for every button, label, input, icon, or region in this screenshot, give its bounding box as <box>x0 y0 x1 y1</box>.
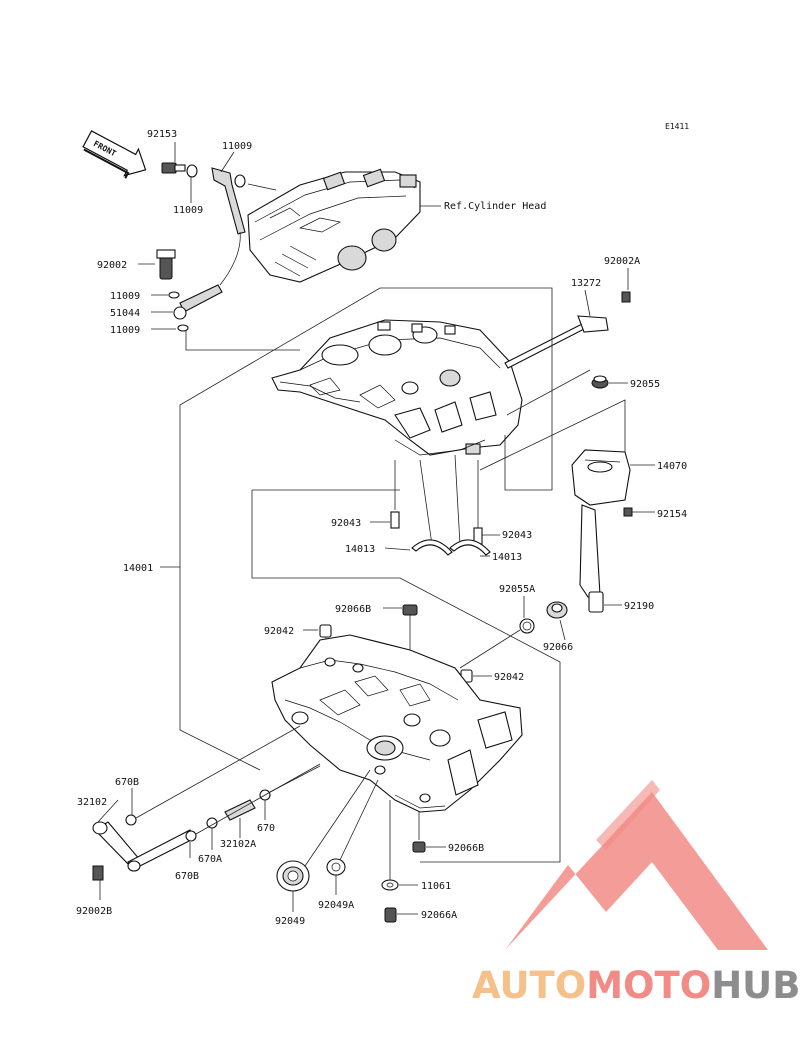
label-14001: 14001 <box>123 563 153 574</box>
shift-rod-13272 <box>504 291 631 369</box>
label-11061: 11061 <box>421 881 451 892</box>
svg-text:AUTOMOTOHUB: AUTOMOTOHUB <box>472 964 800 1007</box>
label-14070: 14070 <box>657 461 687 472</box>
plug-92066 <box>546 601 568 619</box>
plug-92055 <box>591 375 609 389</box>
label-92043-right: 92043 <box>502 530 532 541</box>
plug-92066B-bottom <box>412 841 426 853</box>
label-670: 670 <box>257 823 275 834</box>
label-92049A: 92049A <box>318 900 354 911</box>
label-92042-left: 92042 <box>264 626 294 637</box>
watermark-auto: AUTO <box>472 964 586 1007</box>
label-92154: 92154 <box>657 509 687 520</box>
watermark-hub: HUB <box>711 964 800 1007</box>
label-92066A: 92066A <box>421 910 457 921</box>
label-92002B: 92002B <box>76 906 112 917</box>
lower-crankcase <box>271 634 523 813</box>
label-11009-d: 11009 <box>110 325 140 336</box>
label-92066: 92066 <box>543 642 573 653</box>
cylinder-head-ref <box>247 168 421 283</box>
watermark-logo: AUTOMOTOHUB <box>472 780 800 1007</box>
label-92042-right: 92042 <box>494 672 524 683</box>
ref-cylinder-head-label: Ref.Cylinder Head <box>444 201 546 212</box>
label-32102A: 32102A <box>220 839 256 850</box>
watermark-triangle-outer <box>505 792 768 950</box>
label-92190: 92190 <box>624 601 654 612</box>
ref-frame-upper <box>179 287 553 567</box>
label-670B-top: 670B <box>115 777 139 788</box>
label-14013-left: 14013 <box>345 544 375 555</box>
oil-seal-92049A <box>326 858 346 876</box>
oil-pipe-upper <box>156 162 246 332</box>
figure-code: E1411 <box>665 122 689 131</box>
label-92055: 92055 <box>630 379 660 390</box>
label-670A: 670A <box>198 854 222 865</box>
plug-92066B-top <box>402 604 418 616</box>
label-92055A: 92055A <box>499 584 535 595</box>
watermark-triangle-inner <box>596 780 660 850</box>
label-11009-b: 11009 <box>173 205 203 216</box>
label-92002: 92002 <box>97 260 127 271</box>
label-92002A: 92002A <box>604 256 640 267</box>
label-670B-bot: 670B <box>175 871 199 882</box>
label-92066B-bottom: 92066B <box>448 843 484 854</box>
upper-crankcase <box>271 319 523 456</box>
oring-92055A <box>519 618 535 634</box>
oil-seal-92049 <box>276 860 310 892</box>
front-arrow-icon: FRONT <box>82 130 147 179</box>
label-32102: 32102 <box>77 797 107 808</box>
washer-11061 <box>381 879 399 891</box>
breather-cover-14070 <box>571 449 633 613</box>
label-13272: 13272 <box>571 278 601 289</box>
label-14013-right: 14013 <box>492 552 522 563</box>
label-92153: 92153 <box>147 129 177 140</box>
dowel-92042-left <box>319 624 332 638</box>
label-92043-left: 92043 <box>331 518 361 529</box>
label-51044: 51044 <box>110 308 140 319</box>
watermark-moto: MOTO <box>586 964 711 1007</box>
drain-bolt-92066A <box>384 907 397 923</box>
dowels-bearings <box>390 454 491 556</box>
label-11009-a: 11009 <box>222 141 252 152</box>
label-92066B-top: 92066B <box>335 604 371 615</box>
oil-pipe-lower <box>92 789 271 881</box>
label-11009-c: 11009 <box>110 291 140 302</box>
label-92049: 92049 <box>275 916 305 927</box>
